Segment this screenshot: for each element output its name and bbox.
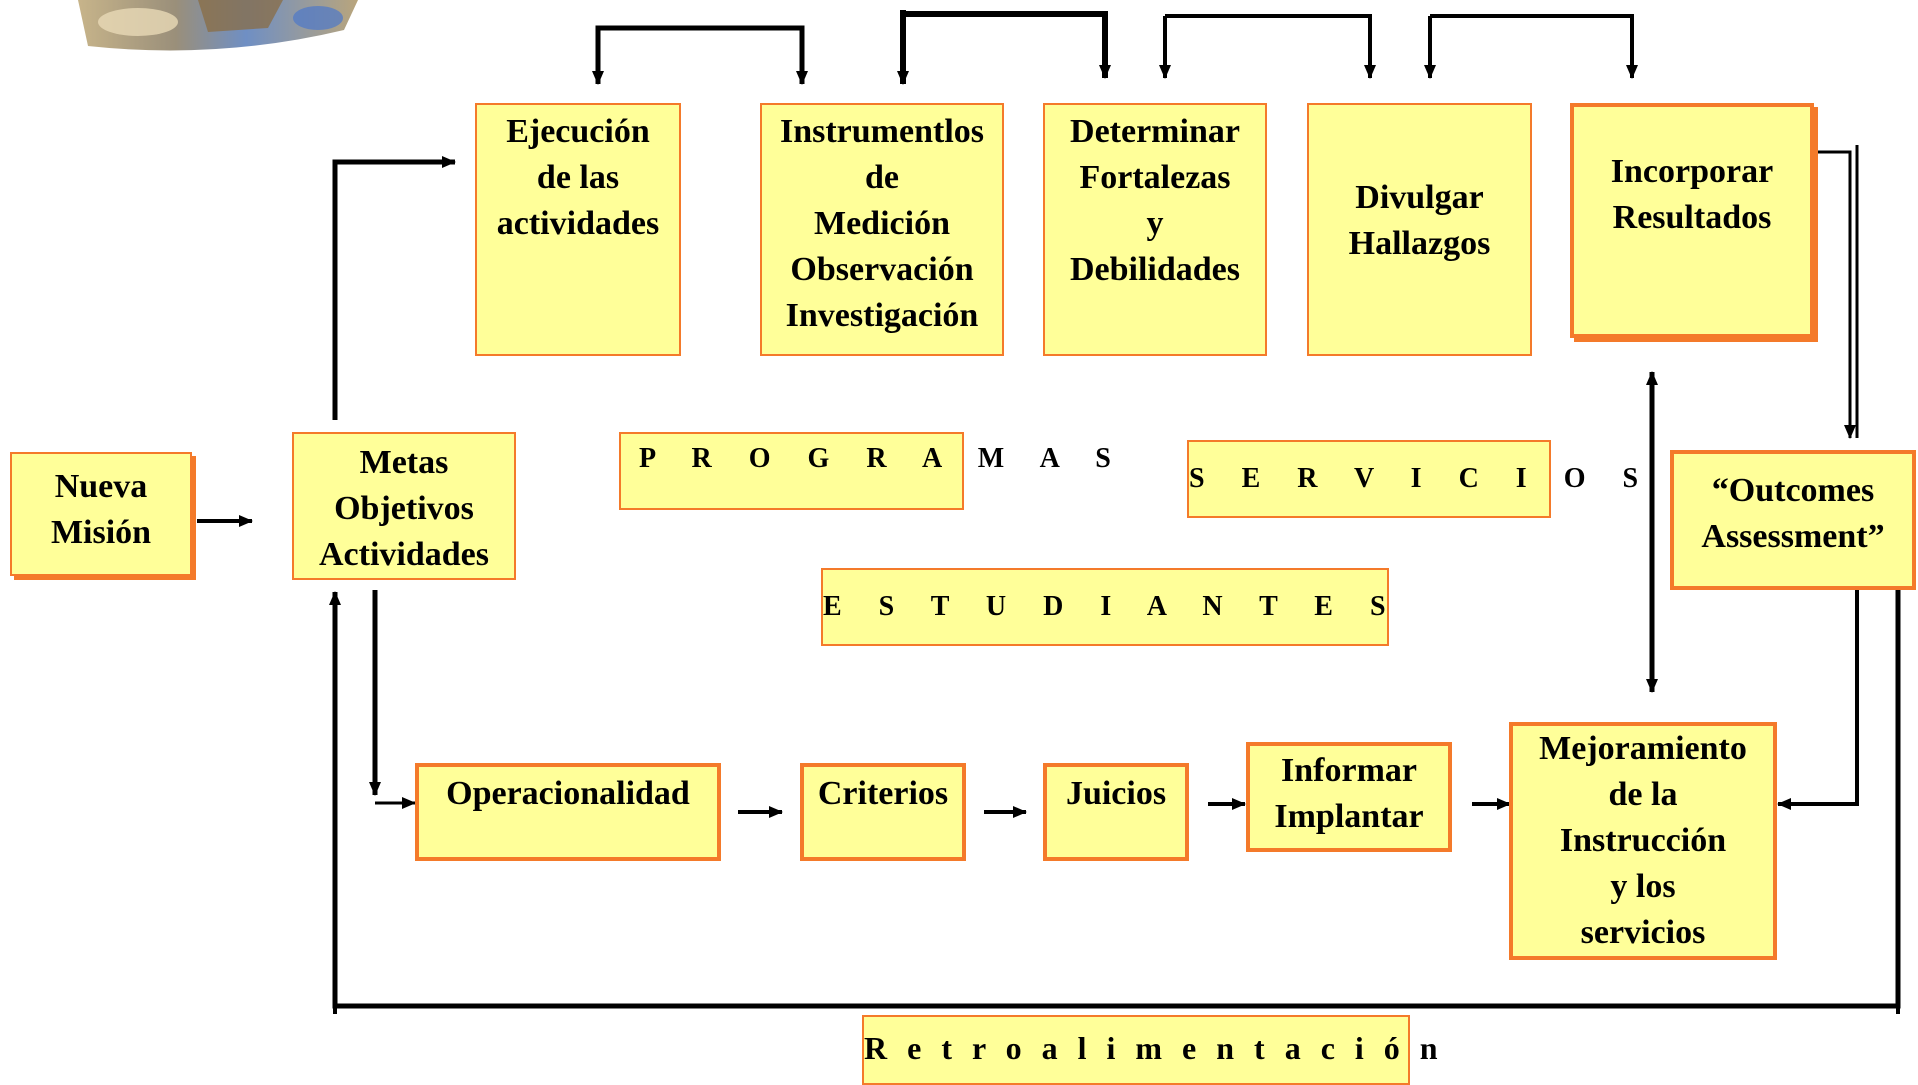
node-juicios: Juicios bbox=[1043, 763, 1189, 861]
node-nueva-mision: Nueva Misión bbox=[10, 452, 192, 576]
arrow-outcomes-to-mejoramiento bbox=[1777, 545, 1859, 810]
arrow-top-1 bbox=[595, 25, 808, 85]
node-servicios: S E R V I C I O S bbox=[1187, 440, 1638, 518]
node-determinar: Determinar Fortalezas y Debilidades bbox=[1043, 103, 1267, 356]
node-estudiantes: E S T U D I A N T E S bbox=[821, 568, 1389, 646]
arrow-incorporar-to-outcomes bbox=[1812, 150, 1856, 439]
node-ejecucion: Ejecución de las actividades bbox=[475, 103, 681, 356]
node-outcomes: “Outcomes Assessment” bbox=[1670, 450, 1916, 590]
node-incorporar: Incorporar Resultados bbox=[1570, 103, 1814, 338]
node-criterios: Criterios bbox=[800, 763, 966, 861]
node-programas: P R O G R A M A S bbox=[619, 432, 1111, 510]
node-informar: Informar Implantar bbox=[1246, 742, 1452, 852]
arrow-top-4 bbox=[1430, 14, 1638, 79]
node-metas: Metas Objetivos Actividades bbox=[292, 432, 516, 580]
node-mejoramiento: Mejoramiento de la Instrucción y los ser… bbox=[1509, 722, 1777, 960]
decorative-image bbox=[78, 0, 358, 51]
node-instrumentos: Instrumentlos de Medición Observación In… bbox=[760, 103, 1004, 356]
arrow-top-3 bbox=[1165, 14, 1376, 79]
arrow-metas-to-ejecucion bbox=[332, 156, 456, 420]
node-divulgar: Divulgar Hallazgos bbox=[1307, 103, 1532, 356]
arrow-top-2 bbox=[903, 11, 1111, 79]
node-operacionalidad: Operacionalidad bbox=[415, 763, 721, 861]
arrow-feedback-loop bbox=[329, 530, 1901, 1009]
